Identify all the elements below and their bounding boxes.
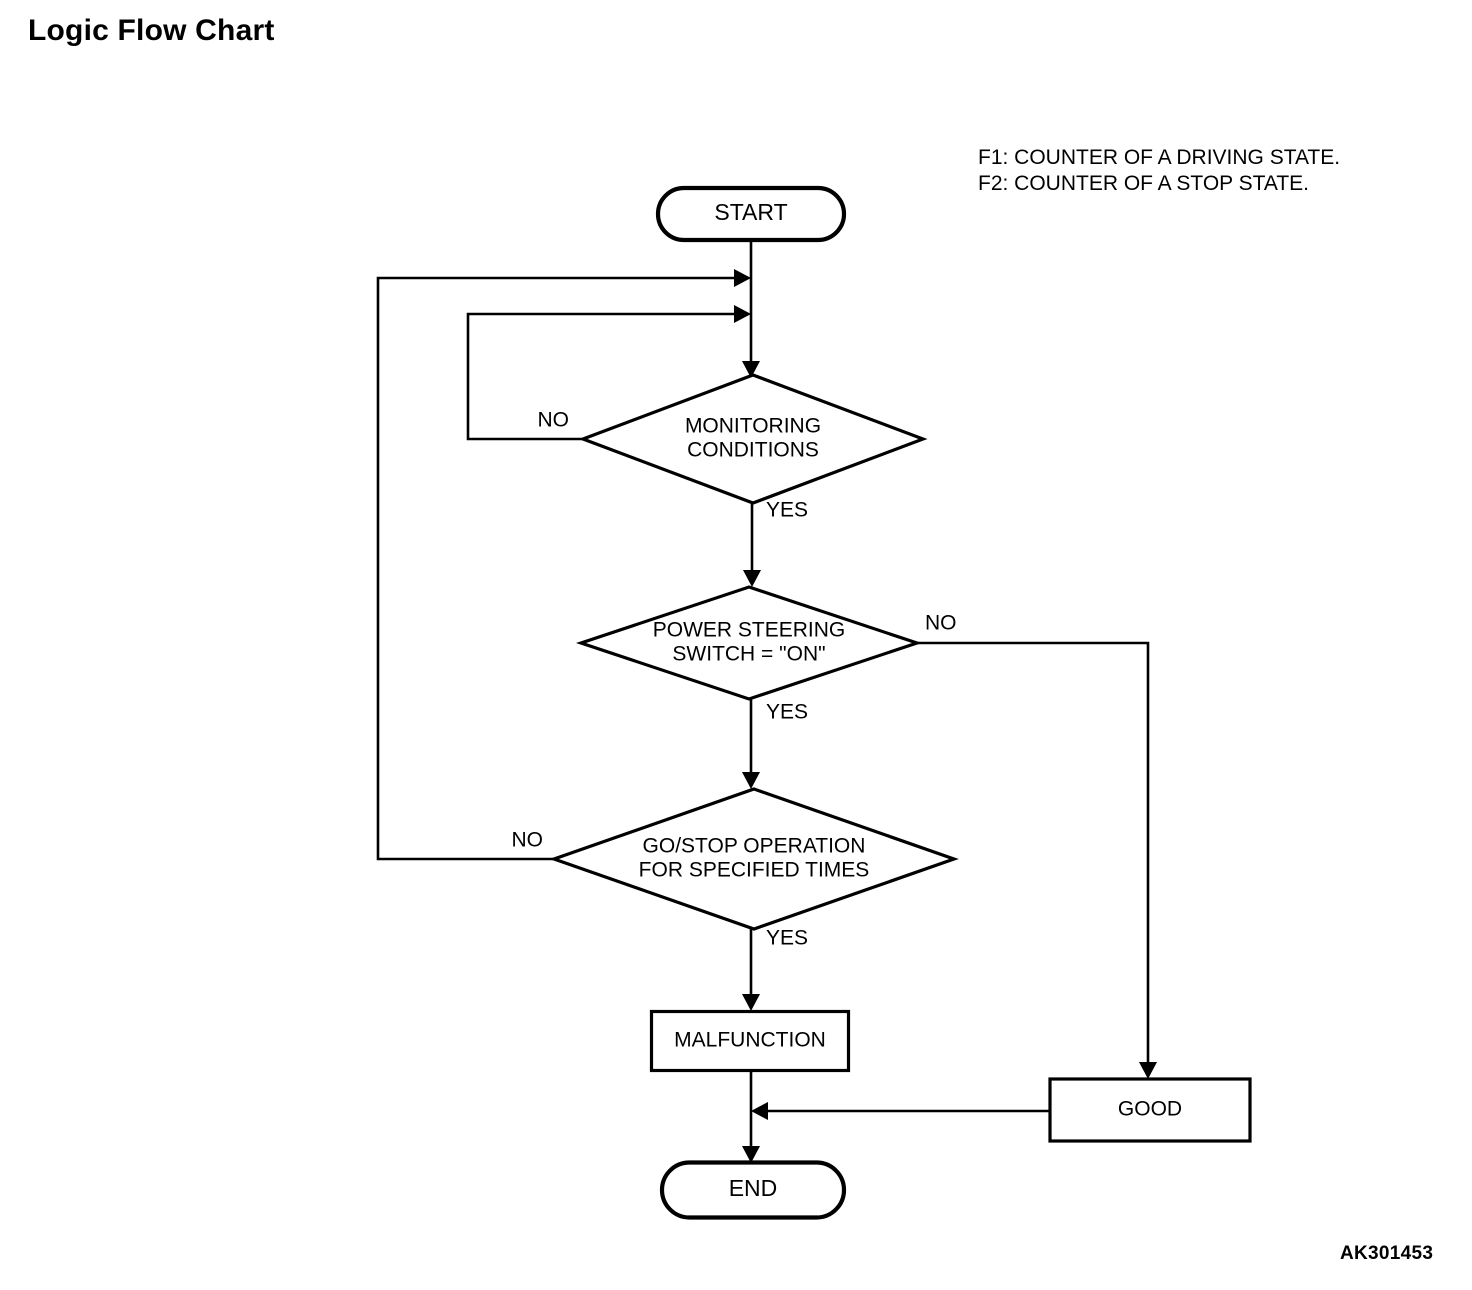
- edge-malfunction-to-end: [742, 1070, 760, 1163]
- branch-label-go-stop-no-loop: NO: [512, 829, 544, 852]
- branch-label-power-steering-no: NO: [925, 612, 957, 635]
- node-label-start: START: [714, 199, 787, 225]
- edge-go-stop-yes: [742, 929, 760, 1011]
- node-label-malfunction: MALFUNCTION: [674, 1029, 826, 1052]
- node-label-end: END: [729, 1175, 778, 1201]
- node-start[interactable]: START: [655, 185, 847, 243]
- branch-label-power-steering-yes: YES: [766, 701, 808, 724]
- legend-line-f1: F1: COUNTER OF A DRIVING STATE.: [978, 146, 1341, 169]
- branch-label-monitoring-no-loop: NO: [538, 409, 570, 432]
- decision-shape: [578, 373, 928, 505]
- branch-label-layer: NO YES NO YES NO YES: [512, 409, 957, 950]
- node-end[interactable]: END: [659, 1160, 847, 1220]
- legend-line-f2: F2: COUNTER OF A STOP STATE.: [978, 172, 1310, 195]
- edge-monitoring-no-loop: [466, 305, 751, 441]
- node-label-good: GOOD: [1118, 1098, 1182, 1121]
- decision-shape: [549, 787, 959, 931]
- edge-layer: [376, 240, 1157, 1163]
- decision-shape: [575, 585, 923, 701]
- edge-power-steering-yes: [742, 699, 760, 789]
- node-label-power_steering: SWITCH = "ON": [672, 643, 825, 666]
- node-label-monitoring: MONITORING: [685, 415, 821, 438]
- edge-go-stop-no-loop: [376, 269, 751, 861]
- process-shape: [1048, 1077, 1252, 1143]
- edge-power-steering-no: [917, 641, 1157, 1079]
- node-label-go_stop: GO/STOP OPERATION: [643, 835, 866, 858]
- terminator-shape: [659, 1160, 847, 1220]
- node-label-go_stop: FOR SPECIFIED TIMES: [639, 859, 870, 882]
- node-label-monitoring: CONDITIONS: [687, 439, 819, 462]
- branch-label-monitoring-yes: YES: [766, 499, 808, 522]
- node-malfunction[interactable]: MALFUNCTION: [649, 1009, 851, 1073]
- edge-good-to-end-line: [751, 1102, 1050, 1120]
- legend-block: F1: COUNTER OF A DRIVING STATE. F2: COUN…: [978, 145, 1340, 197]
- node-label-power_steering: POWER STEERING: [653, 619, 846, 642]
- branch-label-go-stop-yes: YES: [766, 927, 808, 950]
- edge-monitoring-yes: [743, 503, 761, 587]
- page-title: Logic Flow Chart: [28, 14, 275, 47]
- edge-start-to-monitoring: [742, 240, 760, 378]
- node-good[interactable]: GOOD: [1048, 1077, 1252, 1143]
- reference-code: AK301453: [1340, 1243, 1434, 1264]
- terminator-shape: [655, 185, 847, 243]
- process-shape: [649, 1009, 851, 1073]
